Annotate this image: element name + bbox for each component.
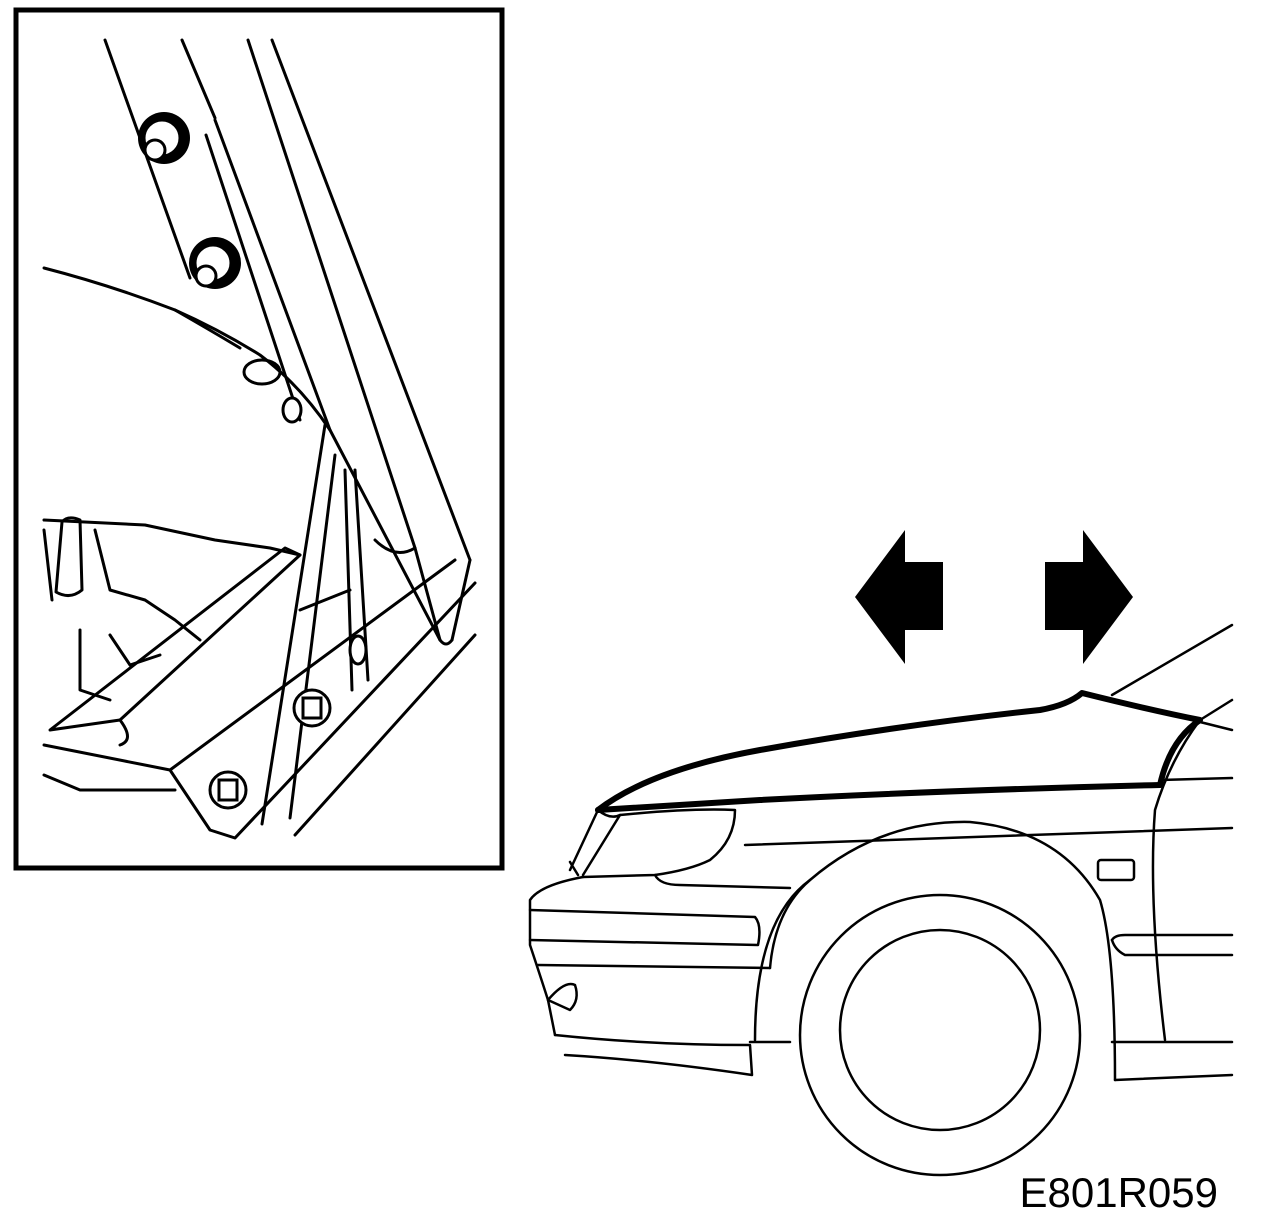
bracket-bolt-3 [281,396,368,666]
bracket-bolt-2 [292,688,332,728]
front-wheel [798,893,1082,1177]
wing-bolt-lower [189,237,241,289]
body-lines [528,623,1234,1082]
arrow-left-icon [855,530,943,664]
bracket-bolt-1 [208,770,248,810]
arrow-right-icon [1045,530,1133,664]
figure-reference-code: E801R059 [1019,1169,1219,1216]
inset-detail-view [13,7,505,871]
crossmember-lines [42,423,477,840]
inset-frame [13,7,505,871]
direction-arrows [855,530,1133,664]
wing-outline-highlight [595,690,1203,813]
pillar-lines [103,38,472,646]
wing-bolt-upper [138,112,190,164]
car-front-view [528,623,1234,1177]
